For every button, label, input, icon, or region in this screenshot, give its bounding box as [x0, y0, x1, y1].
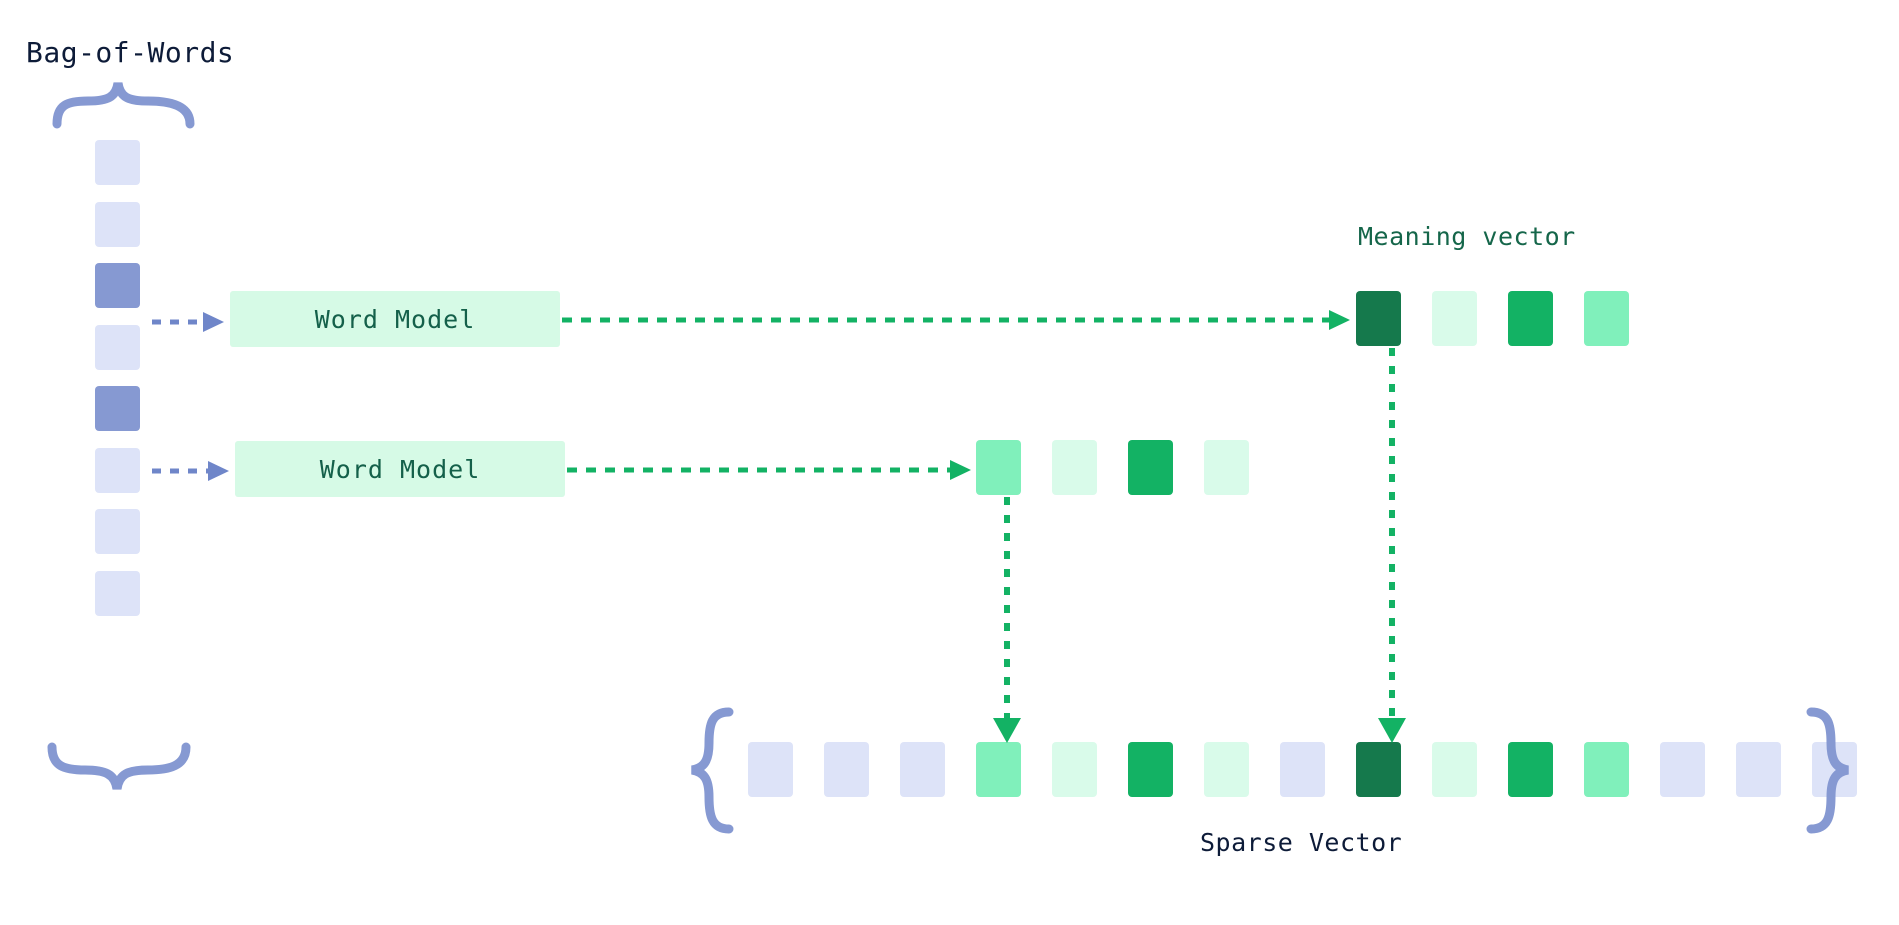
arrowhead-word-model-1-to-meaning-vector-1 [1329, 310, 1350, 330]
sparse-vector-cell-5-medium [1128, 742, 1173, 797]
meaning-vector-2-cell-3-very-light [1204, 440, 1249, 495]
bag-of-words-top-brace [52, 82, 195, 129]
sparse-vector-cell-2-empty [900, 742, 945, 797]
arrowhead-bow-to-word-model-2 [208, 461, 229, 481]
arrowhead-meaning-vector-2-to-sparse-vector [993, 718, 1021, 743]
meaning-vector-1-cell-0-dark [1356, 291, 1401, 346]
bag-of-words-cell-5-empty [95, 448, 140, 493]
bag-of-words-cell-1-empty [95, 202, 140, 247]
sparse-vector-cell-4-very-light [1052, 742, 1097, 797]
sparse-vector-cell-1-empty [824, 742, 869, 797]
bag-of-words-title: Bag-of-Words [26, 36, 235, 69]
word-model-box-2[interactable]: Word Model [235, 441, 565, 497]
sparse-vector-cell-9-very-light [1432, 742, 1477, 797]
meaning-vector-2-cell-1-very-light [1052, 440, 1097, 495]
bag-of-words-cell-6-empty [95, 509, 140, 554]
sparse-vector-cell-12-empty [1660, 742, 1705, 797]
sparse-vector-cell-13-empty [1736, 742, 1781, 797]
sparse-vector-cell-0-empty [748, 742, 793, 797]
sparse-vector-cell-8-dark [1356, 742, 1401, 797]
bag-of-words-cell-4-active [95, 386, 140, 431]
meaning-vector-2-cell-2-medium [1128, 440, 1173, 495]
meaning-vector-1-cell-1-very-light [1432, 291, 1477, 346]
sparse-vector-title: Sparse Vector [1200, 828, 1403, 857]
sparse-vector-cell-6-very-light [1204, 742, 1249, 797]
sparse-vector-cell-3-light-medium [976, 742, 1021, 797]
sparse-vector-cell-14-empty [1812, 742, 1857, 797]
meaning-vector-1-cell-2-medium [1508, 291, 1553, 346]
bag-of-words-cell-7-empty [95, 571, 140, 616]
sparse-vector-left-brace [690, 707, 734, 834]
bag-of-words-cell-2-active [95, 263, 140, 308]
word-model-box-1[interactable]: Word Model [230, 291, 560, 347]
bag-of-words-cell-0-empty [95, 140, 140, 185]
meaning-vector-2-cell-0-light-medium [976, 440, 1021, 495]
sparse-vector-cell-11-light-medium [1584, 742, 1629, 797]
arrowhead-bow-to-word-model-1 [203, 312, 224, 332]
sparse-vector-cell-10-medium [1508, 742, 1553, 797]
sparse-vector-cell-7-empty [1280, 742, 1325, 797]
arrowhead-word-model-2-to-meaning-vector-2 [950, 460, 971, 480]
bag-of-words-cell-3-empty [95, 325, 140, 370]
arrowhead-meaning-vector-1-to-sparse-vector [1378, 718, 1406, 743]
meaning-vector-title: Meaning vector [1358, 222, 1576, 251]
bag-of-words-bottom-brace [47, 742, 191, 790]
meaning-vector-1-cell-3-light-medium [1584, 291, 1629, 346]
